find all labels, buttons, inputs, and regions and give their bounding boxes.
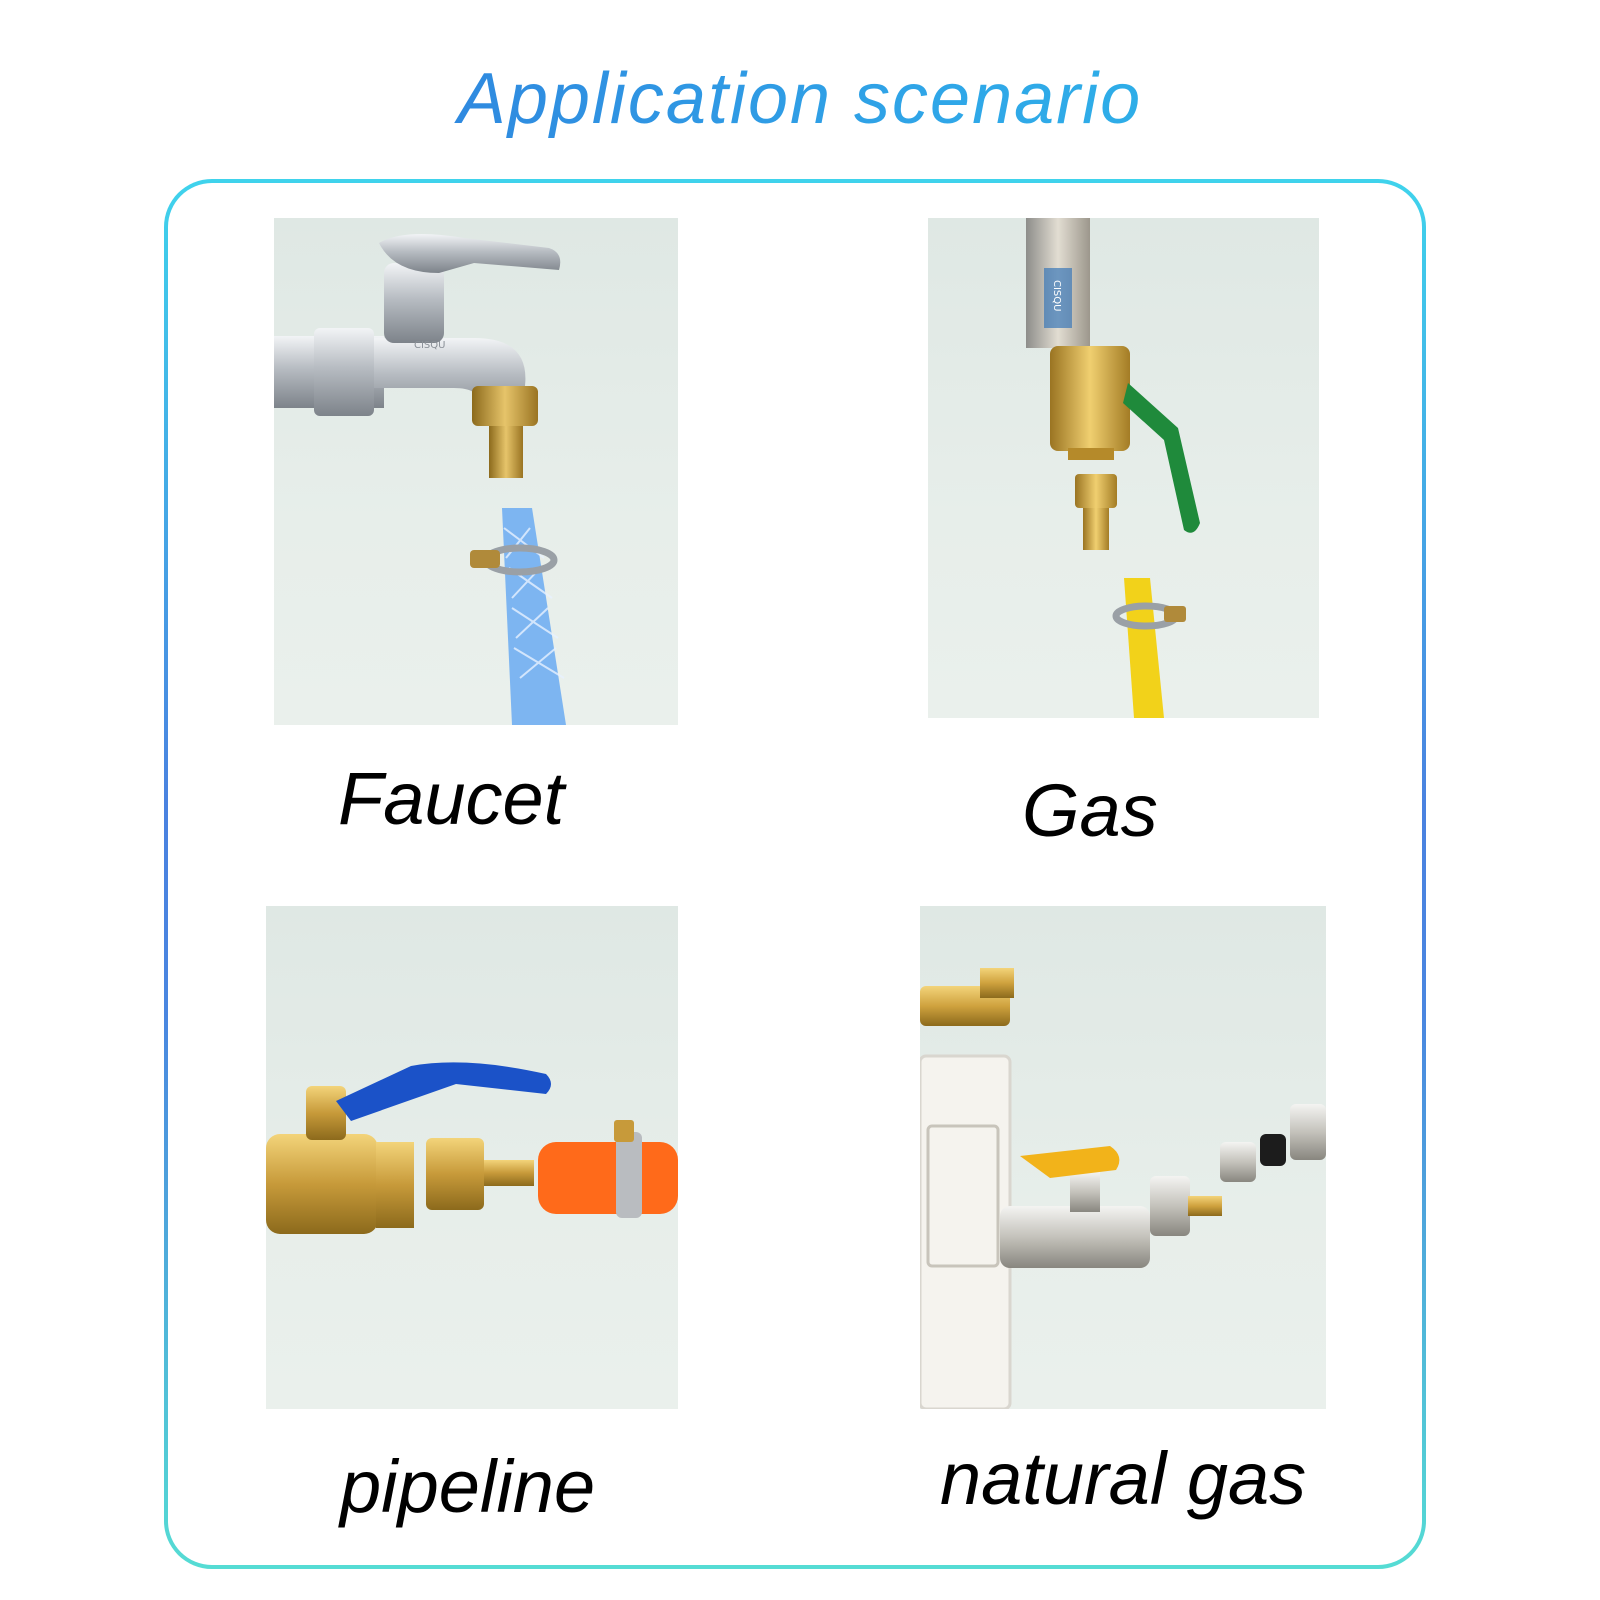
page-title: Application scenario <box>0 58 1600 140</box>
scenario-label-natural-gas: natural gas <box>940 1437 1307 1520</box>
brand-text: CISQU <box>414 340 445 351</box>
pipeline-valve-photo <box>266 906 678 1409</box>
faucet-photo: CISQU <box>274 218 678 725</box>
natural-gas-valve-photo <box>920 906 1326 1409</box>
brand-text: CISQU <box>1051 280 1062 311</box>
scenario-label-faucet: Faucet <box>338 757 565 840</box>
scenario-label-gas: Gas <box>1022 769 1158 852</box>
gas-valve-photo: CISQU <box>928 218 1319 718</box>
scenario-label-pipeline: pipeline <box>340 1445 596 1528</box>
